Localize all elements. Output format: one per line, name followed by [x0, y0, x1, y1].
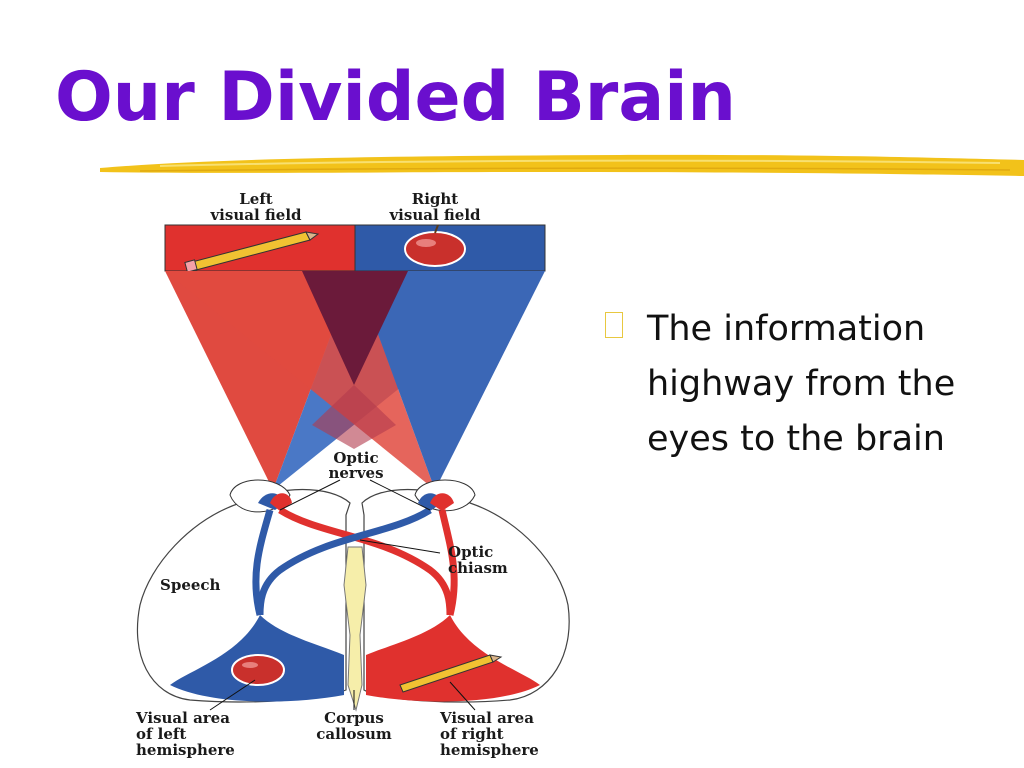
visual-area-left-label-line3: hemisphere	[136, 741, 235, 759]
left-visual-field-label-line2: visual field	[209, 206, 302, 224]
right-visual-field-label-line2: visual field	[388, 206, 481, 224]
visual-pathway-diagram: Left visual field Right visual field	[135, 190, 570, 759]
corpus-callosum	[343, 546, 367, 712]
right-visual-area-pointer	[449, 681, 476, 711]
left-visual-area-pointer	[209, 679, 256, 711]
optic-nerves-pointer-right	[369, 479, 431, 511]
optic-chiasm-label-line2: chiasm	[448, 559, 508, 577]
optic-nerves-label-line2: nerves	[328, 464, 383, 482]
cone-overlap	[302, 271, 408, 385]
bullet-marker-icon	[605, 312, 623, 338]
optic-chiasm-label: Optic	[448, 543, 493, 561]
pencil-icon	[184, 231, 320, 273]
optic-tract-red-right	[438, 509, 458, 616]
right-visual-field-label: Right	[412, 190, 459, 208]
visual-area-left-label: Visual area	[135, 709, 230, 727]
bullet-list: The information highway from the eyes to…	[605, 302, 995, 467]
visual-area-right-label-line3: hemisphere	[440, 741, 539, 759]
left-visual-field-label: Left	[239, 190, 273, 208]
right-visual-cortex	[366, 615, 540, 702]
visual-area-right-label-line2: of right	[440, 725, 504, 743]
title-underline	[100, 154, 1024, 176]
apple-icon	[404, 224, 466, 267]
apple-icon-cortex	[231, 654, 285, 686]
optic-nerves-pointer	[279, 479, 341, 511]
optic-chiasm-pointer	[359, 539, 441, 554]
bullet-item: The information highway from the eyes to…	[647, 309, 956, 459]
visual-area-right-label: Visual area	[439, 709, 534, 727]
corpus-callosum-label-line2: callosum	[316, 725, 392, 743]
corpus-callosum-label: Corpus	[324, 709, 384, 727]
cone-overlap-lower	[312, 385, 396, 449]
pencil-icon-cortex	[399, 654, 503, 693]
optic-tract-blue-left	[252, 509, 274, 616]
optic-tract-blue-right	[256, 507, 432, 616]
optic-tract-red-left	[278, 507, 454, 616]
optic-nerves-label: Optic	[333, 449, 378, 467]
visual-area-left-label-line2: of left	[136, 725, 186, 743]
left-eye	[229, 479, 292, 513]
right-eye-cone-blue	[355, 271, 545, 490]
slide-title: Our Divided Brain	[55, 58, 736, 137]
speech-label: Speech	[160, 576, 221, 594]
